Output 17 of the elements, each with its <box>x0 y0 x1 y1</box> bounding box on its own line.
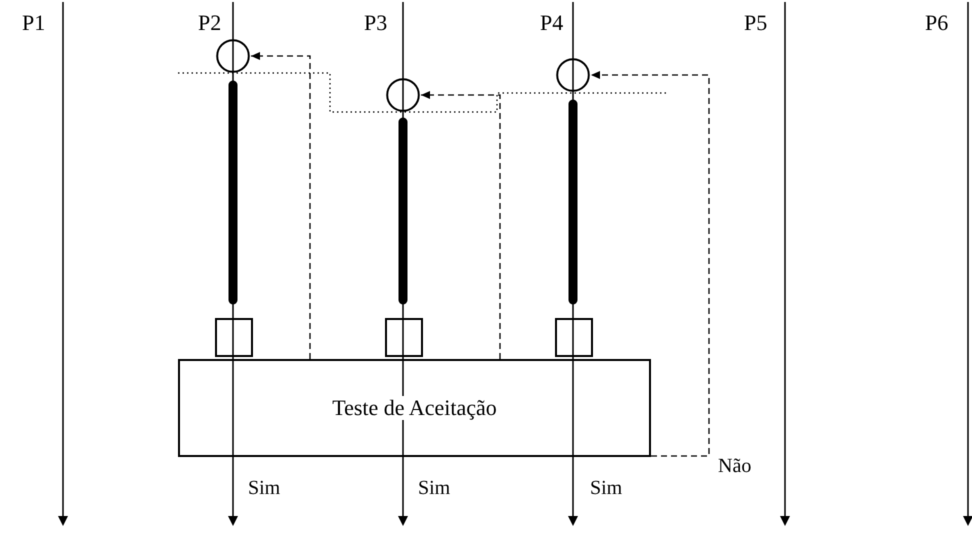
module-square <box>555 318 593 357</box>
process-label: P6 <box>925 12 948 34</box>
arrow <box>251 52 311 359</box>
process-label: P3 <box>364 12 388 34</box>
process-label: P2 <box>198 12 222 34</box>
process-box <box>178 359 651 457</box>
box-label: Teste de Aceitação <box>330 396 499 420</box>
module-square <box>215 318 253 357</box>
outcome-label: Sim <box>590 478 622 498</box>
process-label: P5 <box>744 12 768 34</box>
outcome-label: Sim <box>418 478 450 498</box>
process-label: P4 <box>540 12 564 34</box>
arrow <box>421 91 501 359</box>
module-square <box>385 318 423 357</box>
arrow <box>591 71 710 457</box>
process-label: P1 <box>22 12 46 34</box>
outcome-label: Sim <box>248 478 280 498</box>
